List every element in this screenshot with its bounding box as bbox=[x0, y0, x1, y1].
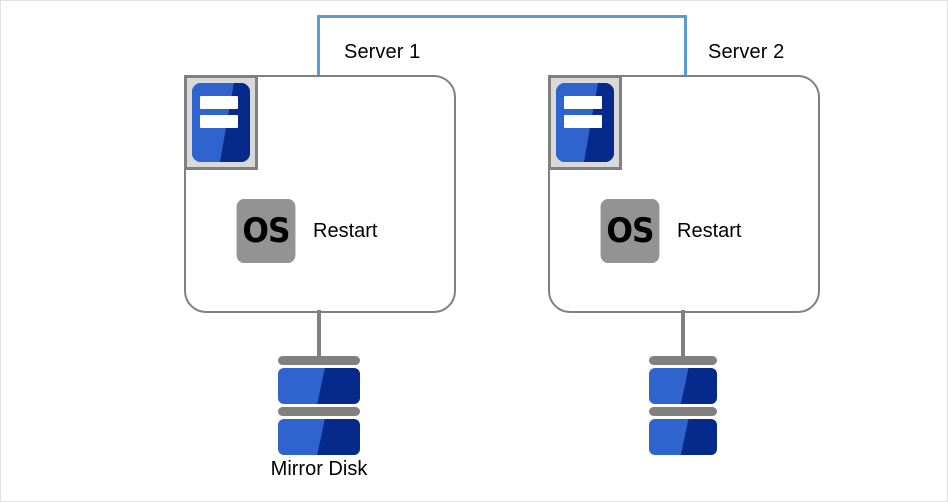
server-machine-icon bbox=[548, 75, 622, 170]
mirror-disk-2[interactable] bbox=[649, 356, 717, 458]
disk-bar-top bbox=[649, 356, 717, 365]
disk-bar-top bbox=[278, 356, 360, 365]
os-badge: OS bbox=[236, 199, 296, 263]
disk-platter-upper bbox=[278, 368, 360, 404]
server-icon-body bbox=[556, 83, 614, 162]
mirror-disk-1[interactable]: Mirror Disk bbox=[271, 356, 367, 480]
server-icon-slot-bottom bbox=[564, 114, 603, 128]
server-machine-icon bbox=[184, 75, 258, 170]
os-badge: OS bbox=[600, 199, 660, 263]
interconnect-bracket bbox=[317, 15, 687, 79]
server-2-disk-link bbox=[681, 310, 685, 362]
server-icon-slot-top bbox=[200, 96, 239, 110]
server-1-disk-link bbox=[317, 310, 321, 362]
disk-platter-lower bbox=[649, 419, 717, 455]
server-2-status-row: OS Restart bbox=[598, 199, 741, 263]
disk-bar-middle bbox=[278, 407, 360, 416]
server-1-label: Server 1 bbox=[344, 41, 421, 63]
server-icon-slot-top bbox=[564, 96, 603, 110]
disk-platter-lower bbox=[278, 419, 360, 455]
disk-bar-middle bbox=[649, 407, 717, 416]
server-icon-body bbox=[192, 83, 250, 162]
server-icon-slot-bottom bbox=[200, 114, 239, 128]
server-2-label: Server 2 bbox=[708, 41, 785, 63]
disk-platter-upper bbox=[649, 368, 717, 404]
server-1-status-row: OS Restart bbox=[234, 199, 377, 263]
restart-label: Restart bbox=[677, 219, 742, 242]
restart-label: Restart bbox=[313, 219, 378, 242]
mirror-disk-label: Mirror Disk bbox=[270, 458, 368, 480]
